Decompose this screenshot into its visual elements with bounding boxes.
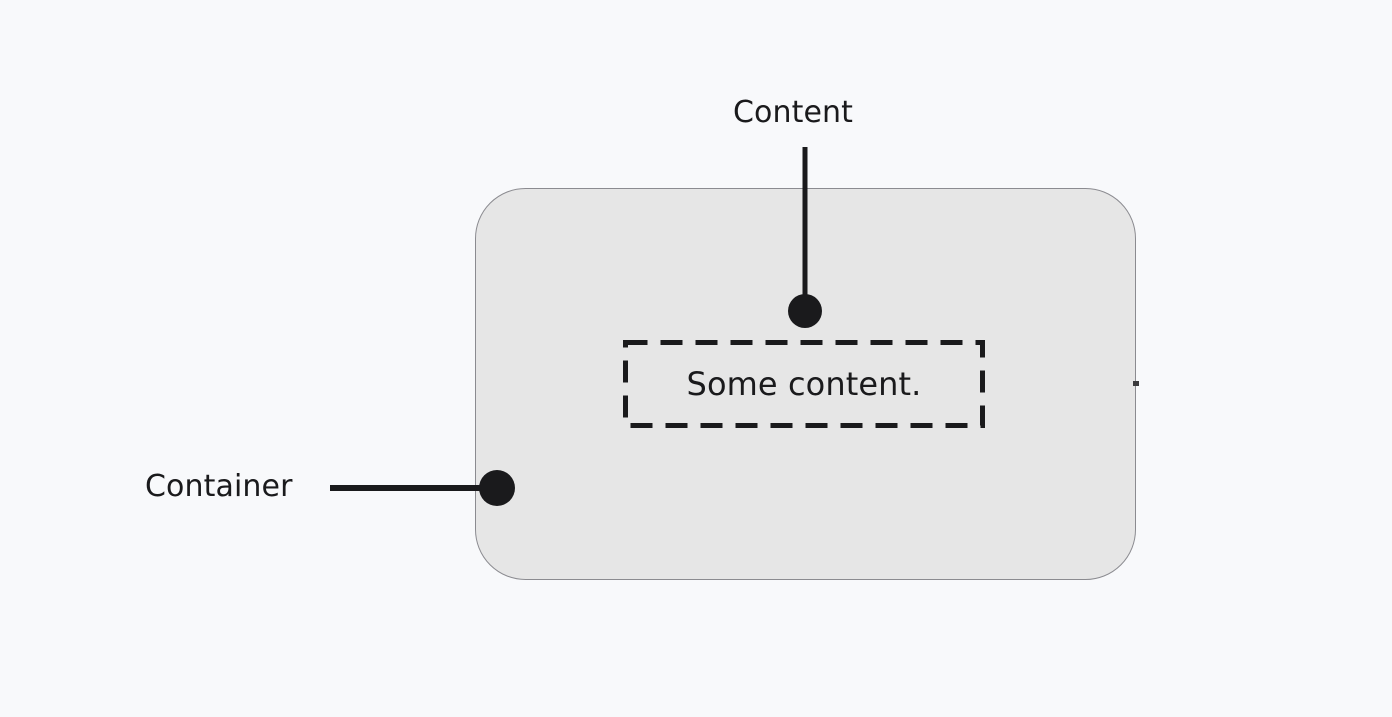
content-box-shape[interactable] (623, 340, 985, 428)
content-box-text: Some content. (686, 365, 922, 403)
container-label: Container (145, 469, 293, 504)
container-edge-marker (1133, 381, 1139, 386)
content-label: Content (733, 95, 854, 130)
content-anchor-dot[interactable] (788, 294, 822, 328)
container-anchor-dot[interactable] (479, 470, 515, 506)
